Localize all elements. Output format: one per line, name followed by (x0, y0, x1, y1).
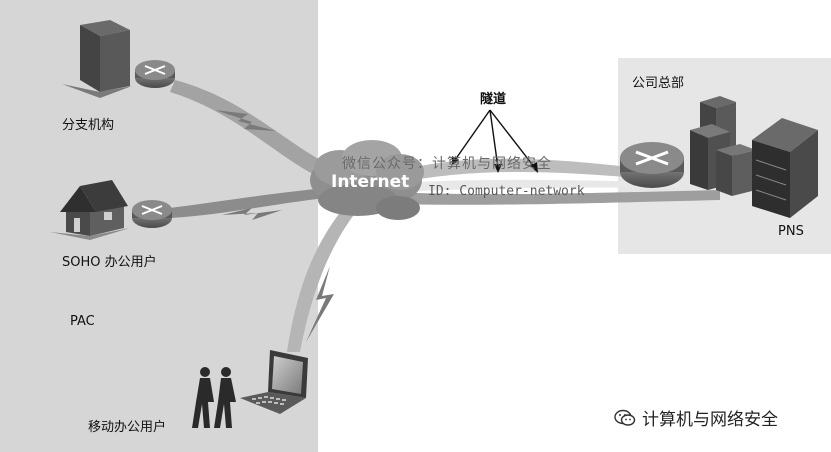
internet-cloud (310, 140, 424, 220)
branch-router-icon (135, 60, 175, 88)
hq-router-icon (620, 142, 684, 188)
hq-label: 公司总部 (632, 76, 685, 91)
tunnel-callout-arrows (452, 109, 538, 173)
internet-label: Internet (331, 172, 410, 192)
tunnel-band-lower (392, 190, 720, 205)
mobile-users-icon (192, 367, 236, 428)
tunnel-band-middle (398, 179, 680, 192)
branch-lightning (215, 110, 276, 131)
brand-name: 计算机与网络安全 (642, 410, 778, 430)
pns-server-icon (752, 118, 818, 218)
soho-lightning (222, 208, 282, 220)
tunnel-label: 隧道 (480, 92, 507, 107)
laptop-icon (240, 350, 308, 414)
tunnel-band-upper (392, 158, 640, 184)
soho-house-icon (50, 180, 130, 240)
branch-link (170, 80, 345, 186)
wechat-icon (614, 408, 636, 428)
branch-building-icon (62, 20, 132, 98)
pns-label: PNS (778, 224, 804, 239)
soho-label: SOHO 办公用户 (62, 255, 157, 270)
soho-router-icon (132, 200, 172, 228)
brand-footer: 计算机与网络安全 (614, 405, 778, 430)
watermark-line1: 微信公众号：计算机与网络安全 (342, 156, 552, 172)
mobile-label: 移动办公用户 (88, 420, 167, 435)
hq-building-icon (690, 96, 756, 196)
soho-link (170, 186, 345, 218)
pac-label: PAC (70, 314, 95, 329)
branch-label: 分支机构 (62, 118, 115, 133)
watermark-line2: ID: Computer-network (428, 184, 585, 199)
mobile-link (287, 206, 356, 352)
